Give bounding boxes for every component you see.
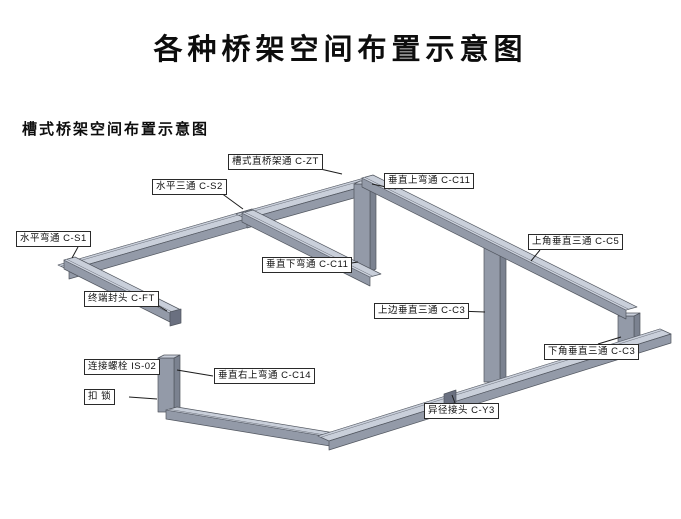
label-connection-bolt-is-02: 连接螺栓 IS-02	[84, 359, 161, 375]
label-reducer-joint-c-y3: 异径接头 C-Y3	[424, 403, 499, 419]
label-end-cap-c-ft: 终端封头 C-FT	[84, 291, 159, 307]
label-vertical-up-bend-c-c11: 垂直上弯通 C-C11	[384, 173, 475, 189]
label-bottom-corner-vertical-tee-c-c3: 下角垂直三通 C-C3	[544, 344, 640, 360]
label-trough-straight-tray-c-zt: 槽式直桥架通 C-ZT	[228, 154, 323, 170]
page-title: 各种桥架空间布置示意图	[153, 34, 528, 66]
label-vertical-right-up-bend-c-c14: 垂直右上弯通 C-C14	[214, 368, 316, 384]
label-horizontal-tee-c-s2: 水平三通 C-S2	[152, 179, 227, 195]
label-top-corner-vertical-tee-c-c5: 上角垂直三通 C-C5	[528, 234, 624, 250]
label-upper-side-vertical-tee-c-c3: 上边垂直三通 C-C3	[374, 303, 470, 319]
label-horizontal-bend-c-s1: 水平弯通 C-S1	[16, 231, 91, 247]
label-vertical-down-bend-c-c11: 垂直下弯通 C-C11	[262, 257, 353, 273]
label-buckle-lock: 扣 锁	[84, 389, 116, 405]
section-subtitle: 槽式桥架空间布置示意图	[22, 121, 210, 138]
